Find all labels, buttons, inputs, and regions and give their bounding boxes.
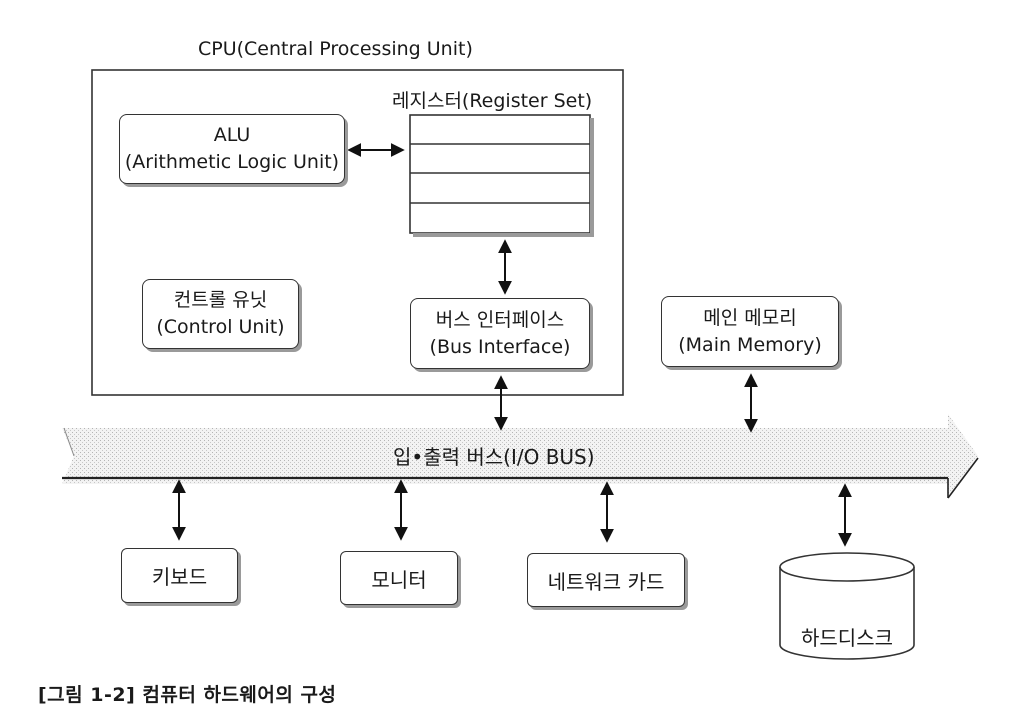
keyboard-label: 키보드 <box>151 565 208 589</box>
main-memory-box: 메인 메모리 (Main Memory) <box>661 296 839 367</box>
network-card-label: 네트워크 카드 <box>547 569 665 594</box>
cpu-title: CPU(Central Processing Unit) <box>198 38 473 60</box>
control-unit-box: 컨트롤 유닛 (Control Unit) <box>142 279 299 349</box>
control-unit-label: 컨트롤 유닛 <box>173 289 268 311</box>
keyboard-box: 키보드 <box>121 548 238 603</box>
register-set-table <box>409 114 594 237</box>
alu-label: ALU <box>213 124 251 146</box>
network-card-box: 네트워크 카드 <box>527 553 685 607</box>
io-bus-arrow <box>62 414 979 499</box>
hard-disk-cylinder <box>779 552 915 660</box>
main-memory-sublabel: (Main Memory) <box>678 333 822 356</box>
monitor-label: 모니터 <box>371 567 427 592</box>
io-bus-label: 입•출력 버스(I/O BUS) <box>393 445 595 469</box>
bus-interface-label: 버스 인터페이스 <box>435 308 565 331</box>
monitor-box: 모니터 <box>340 551 458 605</box>
register-set-title: 레지스터(Register Set) <box>392 90 593 112</box>
figure-caption: [그림 1-2] 컴퓨터 하드웨어의 구성 <box>38 684 337 706</box>
bus-interface-sublabel: (Bus Interface) <box>429 335 571 358</box>
alu-box: ALU (Arithmetic Logic Unit) <box>119 114 345 184</box>
hard-disk-label: 하드디스크 <box>801 626 893 650</box>
control-unit-sublabel: (Control Unit) <box>156 316 285 338</box>
main-memory-label: 메인 메모리 <box>703 306 797 329</box>
bus-interface-box: 버스 인터페이스 (Bus Interface) <box>410 298 590 369</box>
alu-sublabel: (Arithmetic Logic Unit) <box>124 151 340 173</box>
